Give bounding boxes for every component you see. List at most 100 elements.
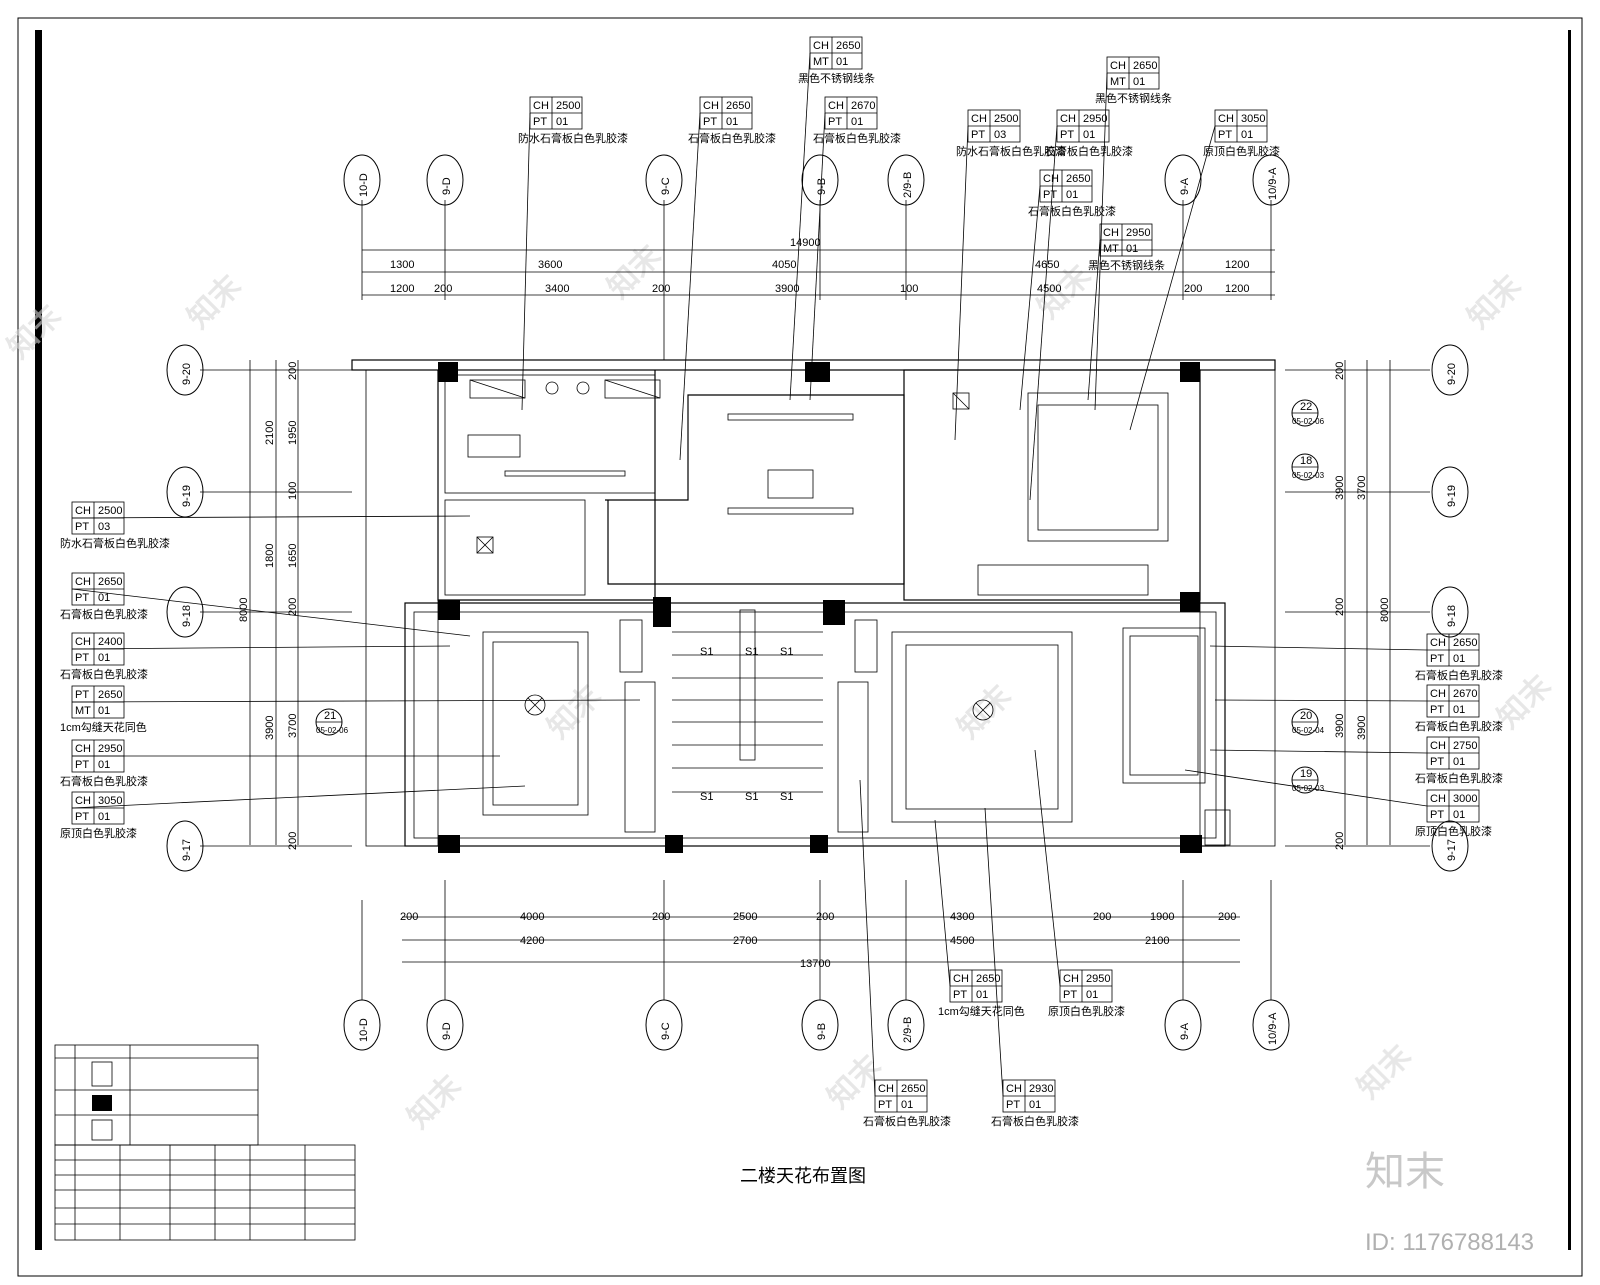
dim-top-2: 1200 (1225, 283, 1249, 295)
tag-leader (1034, 749, 1061, 987)
svg-text:05-02-06: 05-02-06 (1292, 417, 1325, 426)
tag-value: 01 (556, 116, 568, 128)
watermark-text: 知末 (952, 679, 1018, 745)
tag-value: 01 (98, 592, 110, 604)
tag-code: PT (533, 116, 547, 128)
tag-leader (71, 588, 471, 637)
frame-right-bar (1568, 30, 1571, 1250)
tag-code: PT (1060, 129, 1074, 141)
tag-code: CH (75, 636, 91, 648)
svg-text:9-D: 9-D (441, 177, 453, 195)
dim-bottom-2: 2700 (733, 935, 757, 947)
grid-bubble: 9-A (1164, 999, 1202, 1051)
tag-note: 原顶白色乳胶漆 (1203, 144, 1280, 158)
tag-code: CH (1063, 973, 1079, 985)
tag-value: 2650 (98, 576, 122, 588)
dim-top-2: 3400 (545, 283, 569, 295)
tag-code: PT (878, 1099, 892, 1111)
tag-note: 石膏板白色乳胶漆 (1415, 771, 1503, 785)
tag-value: 01 (1086, 989, 1098, 1001)
grid-bubbles-left: 9-20 9-19 9-18 9-17 (166, 344, 204, 872)
tag-leader (71, 699, 641, 703)
svg-text:10/9-A: 10/9-A (1267, 167, 1279, 200)
tag-code: PT (75, 689, 89, 701)
roof-tiles-right (1199, 369, 1276, 847)
legend-symbol (92, 1095, 112, 1111)
tag-note: 石膏板白色乳胶漆 (991, 1114, 1079, 1128)
tag-note: 石膏板白色乳胶漆 (1045, 144, 1133, 158)
dim-top-2: 4500 (1037, 283, 1061, 295)
tag-code: CH (1430, 688, 1446, 700)
tag-value: 2500 (556, 100, 580, 112)
tag-code: CH (828, 100, 844, 112)
grid-bubble: 9-17 (166, 820, 204, 872)
dim-bottom-2: 2100 (1145, 935, 1169, 947)
svg-text:22: 22 (1300, 401, 1312, 413)
dim-left-inner: 200 (287, 832, 299, 850)
tag-value: 2670 (851, 100, 875, 112)
dim-left-outer: 1800 (264, 544, 276, 568)
dim-right-total: 8000 (1379, 598, 1391, 622)
dim-left-inner: 1650 (287, 544, 299, 568)
dimensions-top: 14900 1300 3600 4050 4650 1200 1200 200 … (362, 237, 1275, 296)
grid-bubble: 9-20 (166, 344, 204, 396)
tag-value: 01 (1126, 243, 1138, 255)
tag-leader (71, 515, 471, 519)
tag-value: 2650 (836, 40, 860, 52)
watermark-text: 知末 (1352, 1039, 1418, 1105)
tag-note: 石膏板白色乳胶漆 (688, 131, 776, 145)
grid-bubble: 9-D (426, 999, 464, 1051)
tag-value: 2500 (994, 113, 1018, 125)
watermark-text: 知末 (182, 269, 248, 335)
watermark-text: 知末 (542, 679, 608, 745)
tag-code: CH (1006, 1083, 1022, 1095)
tag-leader (1087, 239, 1101, 401)
tag-value: 01 (976, 989, 988, 1001)
dim-bottom-1: 200 (1093, 911, 1111, 923)
tag-leader (789, 52, 811, 401)
tag-value: 01 (98, 652, 110, 664)
watermark-text: 知末 (402, 1069, 468, 1135)
tag-leader (1019, 185, 1041, 411)
tag-value: 2650 (901, 1083, 925, 1095)
tag-code: CH (1430, 637, 1446, 649)
dim-top-2: 3900 (775, 283, 799, 295)
grid-bubble: 9-19 (166, 466, 204, 518)
svg-text:9-A: 9-A (1179, 177, 1191, 195)
svg-text:9-B: 9-B (816, 178, 828, 195)
tag-value: 2650 (1066, 173, 1090, 185)
grid-bubbles-top: 10-D 9-D 9-C 9-B 2/9-B 9-A 10/9-A (343, 154, 1290, 206)
grid-bubble: 10-D (343, 999, 381, 1051)
section-mark: 22 05-02-06 (1291, 399, 1325, 427)
dim-top-1: 3600 (538, 259, 562, 271)
tag-code: CH (75, 795, 91, 807)
tag-value: 01 (1453, 809, 1465, 821)
ceiling-fixtures (467, 379, 1231, 846)
tag-value: 03 (994, 129, 1006, 141)
tag-code: PT (953, 989, 967, 1001)
staircase: S1 S1 S1 S1 S1 S1 (672, 609, 823, 803)
tag-code: PT (75, 652, 89, 664)
tag-note: 石膏板白色乳胶漆 (60, 607, 148, 621)
dim-bottom-1: 4300 (950, 911, 974, 923)
tag-note: 石膏板白色乳胶漆 (1028, 204, 1116, 218)
svg-text:20: 20 (1300, 710, 1312, 722)
dim-right-inner: 3900 (1334, 714, 1346, 738)
tag-leader (1214, 699, 1428, 702)
svg-text:05-02-04: 05-02-04 (1292, 726, 1325, 735)
grid-bubble: 9-B (801, 999, 839, 1051)
